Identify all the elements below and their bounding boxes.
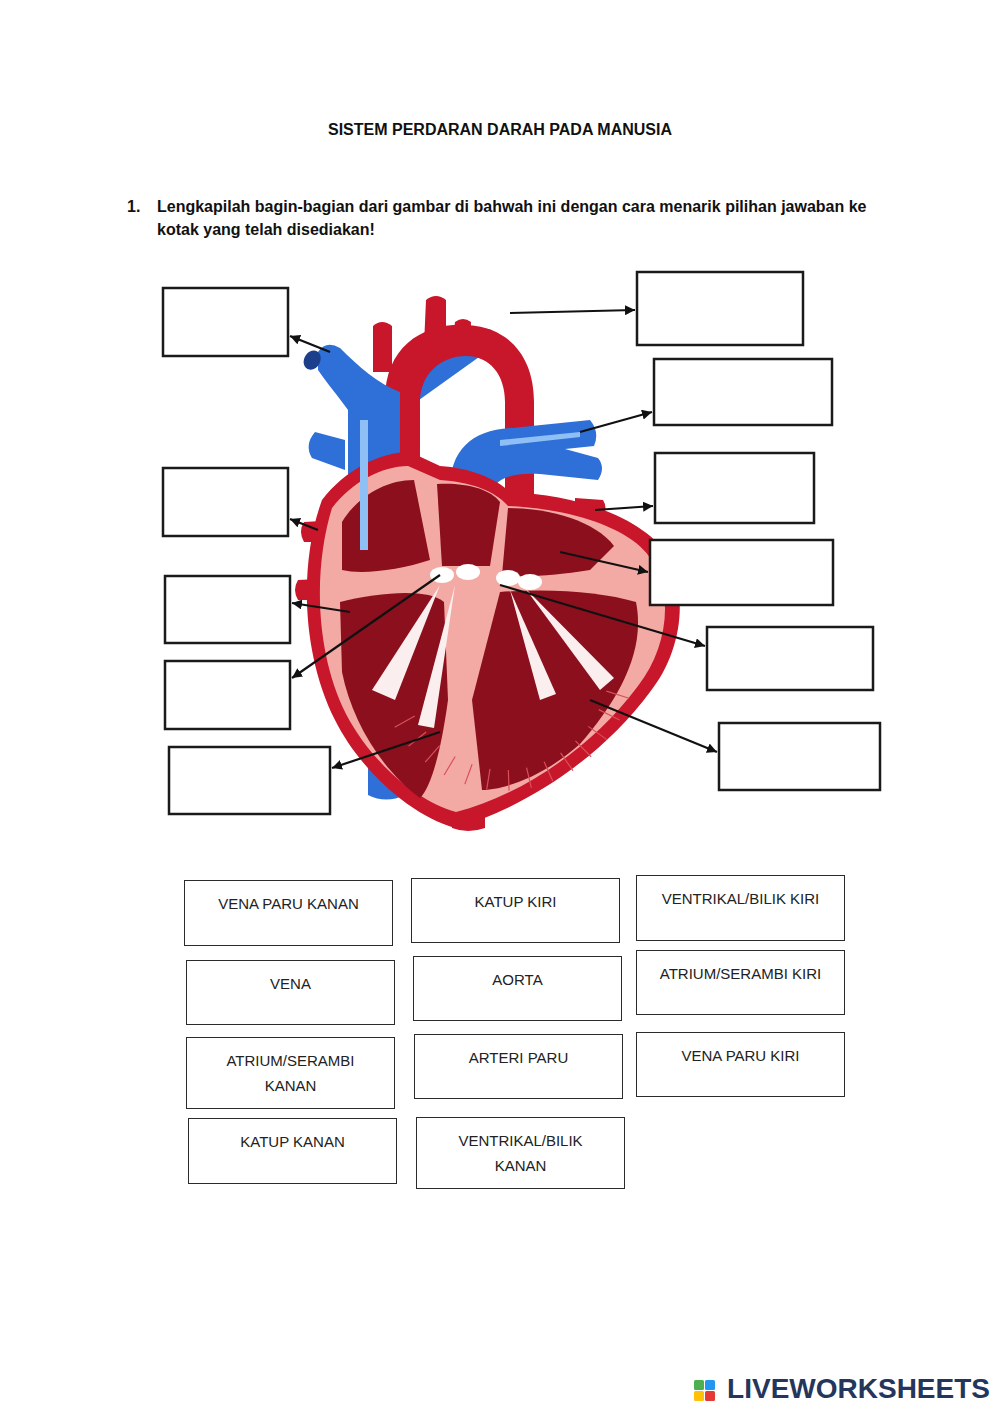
leader-arrow	[500, 585, 705, 646]
answer-choice-text: VENA PARU KANAN	[194, 891, 384, 916]
blank-answer-box	[163, 468, 288, 536]
answer-choice-box: VENA PARU KIRI	[636, 1032, 845, 1097]
answer-choice-text: KATUP KANAN	[198, 1129, 388, 1154]
striation	[425, 746, 440, 763]
answer-choice-box: VENTRIKAL/BILIK KANAN	[416, 1117, 625, 1189]
heart-wall	[320, 466, 665, 812]
chordae	[525, 588, 614, 690]
striation	[508, 770, 510, 791]
aortic-root	[437, 484, 500, 566]
leader-arrow	[595, 506, 653, 510]
striation	[465, 764, 472, 784]
answer-choice-box: ATRIUM/SERAMBI KANAN	[186, 1037, 395, 1109]
leader-arrow	[292, 603, 350, 612]
blank-answer-box	[707, 627, 873, 690]
striation	[527, 768, 532, 788]
blank-answer-box	[169, 747, 330, 814]
answer-choice-box: VENA	[186, 960, 395, 1025]
answer-choice-text: VENA PARU KIRI	[643, 1043, 838, 1068]
logo-square	[705, 1391, 715, 1401]
striation	[395, 716, 415, 727]
leader-arrow	[290, 519, 318, 530]
blank-answer-box	[719, 723, 880, 790]
valve	[456, 564, 480, 580]
answer-choice-box: ARTERI PARU	[414, 1034, 623, 1099]
vessel-opening	[304, 351, 321, 370]
striation	[606, 691, 629, 698]
striation	[444, 756, 455, 774]
left-atrium	[502, 508, 614, 576]
leader-arrow	[560, 552, 648, 572]
blank-answer-box	[655, 453, 814, 523]
answer-choice-text: AORTA	[423, 967, 613, 992]
watermark: LIVEWORKSHEETS	[727, 1372, 990, 1406]
vena-branch	[309, 432, 345, 470]
instruction-text: Lengkapilah bagin-bagian dari gambar di …	[157, 195, 892, 241]
answer-choice-text: ATRIUM/SERAMBI KANAN	[216, 1048, 366, 1098]
valve	[518, 574, 542, 590]
logo-square	[694, 1380, 704, 1390]
striation	[588, 726, 607, 739]
leader-arrow	[290, 336, 330, 352]
chordae	[418, 585, 455, 728]
striation	[575, 741, 591, 757]
answer-choice-text: VENTRIKAL/BILIK KANAN	[446, 1128, 596, 1178]
leader-arrow	[332, 732, 440, 768]
answer-choice-box: ATRIUM/SERAMBI KIRI	[636, 950, 845, 1015]
answer-choice-box: KATUP KIRI	[411, 878, 620, 943]
answer-choice-text: VENA	[196, 971, 386, 996]
blank-answer-box	[165, 661, 290, 729]
leader-lines	[290, 310, 717, 768]
blank-answer-box	[654, 359, 832, 425]
answer-choice-box: VENTRIKAL/BILIK KIRI	[636, 875, 845, 941]
wall-striations	[395, 691, 629, 791]
vessel-highlight	[500, 432, 580, 446]
blank-answer-box	[650, 540, 833, 605]
leader-arrow	[510, 310, 635, 313]
valve	[496, 570, 520, 586]
blank-boxes	[163, 272, 880, 814]
striation	[487, 769, 490, 790]
chordae	[510, 590, 556, 700]
logo-square	[705, 1380, 715, 1390]
vessel-highlight	[360, 420, 368, 550]
answer-choice-text: ARTERI PARU	[424, 1045, 614, 1070]
worksheet-title: SISTEM PERDARAN DARAH PADA MANUSIA	[0, 121, 1000, 139]
logo-icon	[694, 1380, 715, 1401]
answer-choice-text: ATRIUM/SERAMBI KIRI	[643, 961, 838, 986]
answer-choice-box: KATUP KANAN	[188, 1118, 397, 1184]
logo-square	[694, 1391, 704, 1401]
heart-drawing	[295, 296, 680, 831]
answer-choice-text: VENTRIKAL/BILIK KIRI	[643, 886, 838, 911]
aorta-branch	[373, 322, 392, 372]
question-number: 1.	[127, 195, 153, 218]
answer-choice-text: KATUP KIRI	[421, 889, 611, 914]
answer-choice-box: AORTA	[413, 956, 622, 1021]
striation	[561, 753, 573, 771]
blank-answer-box	[165, 576, 290, 643]
leader-arrow	[590, 700, 717, 752]
answer-choice-box: VENA PARU KANAN	[184, 880, 393, 946]
right-atrium	[342, 480, 430, 572]
blank-answer-box	[637, 272, 803, 345]
leader-arrow	[292, 575, 440, 678]
striation	[544, 762, 553, 781]
blank-answer-box	[163, 288, 288, 356]
leader-arrow	[580, 412, 652, 432]
